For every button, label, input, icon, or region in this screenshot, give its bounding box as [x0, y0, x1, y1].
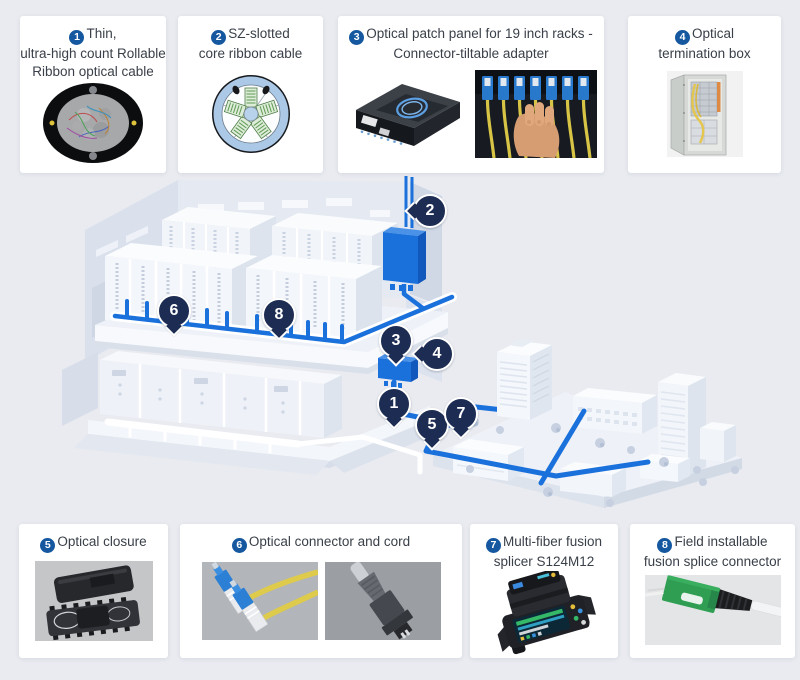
number-6-icon: 6	[231, 537, 247, 553]
optical-closure-photo	[34, 561, 153, 642]
mpo-connector-photo	[324, 562, 441, 641]
diagram-badge-1: 1	[377, 387, 411, 421]
number-4-icon: 4	[674, 29, 690, 45]
badge-number: 8	[274, 306, 284, 323]
connector-plugging-photo	[474, 69, 597, 158]
number-8-icon: 8	[657, 537, 673, 553]
diagram-badge-4: 4	[420, 337, 454, 371]
badge-number: 6	[169, 302, 179, 319]
patch-panel-drawer-photo	[355, 83, 460, 146]
fusion-splicer-photo	[497, 570, 596, 654]
diagram-badge-6: 6	[157, 294, 191, 328]
number-1-icon: 1	[69, 29, 85, 45]
badge-number: 5	[427, 416, 437, 433]
sz-slotted-cable-photo	[211, 74, 290, 153]
equipment-racks-lower	[100, 351, 342, 438]
badge-number: 7	[456, 405, 466, 422]
number-5-icon: 5	[40, 537, 56, 553]
city-block	[433, 339, 742, 508]
riser-cabinet	[383, 176, 426, 291]
number-2-icon: 2	[211, 29, 227, 45]
badge-number: 3	[391, 332, 401, 349]
field-installable-connector-photo	[644, 575, 781, 646]
diagram-badge-2: 2	[413, 194, 447, 228]
termination-box-photo	[666, 70, 743, 157]
number-3-icon: 3	[349, 29, 365, 45]
lower-floor-raceway	[104, 418, 423, 475]
badge-number: 2	[425, 202, 435, 219]
diagram-badge-7: 7	[444, 397, 478, 431]
rollable-ribbon-cable-photo	[43, 82, 143, 163]
badge-number: 4	[432, 345, 442, 362]
badge-number: 1	[389, 395, 399, 412]
diagram-badge-8: 8	[262, 298, 296, 332]
number-7-icon: 7	[485, 537, 501, 553]
lc-connector-photo	[201, 562, 318, 641]
diagram-badge-3: 3	[379, 324, 413, 358]
